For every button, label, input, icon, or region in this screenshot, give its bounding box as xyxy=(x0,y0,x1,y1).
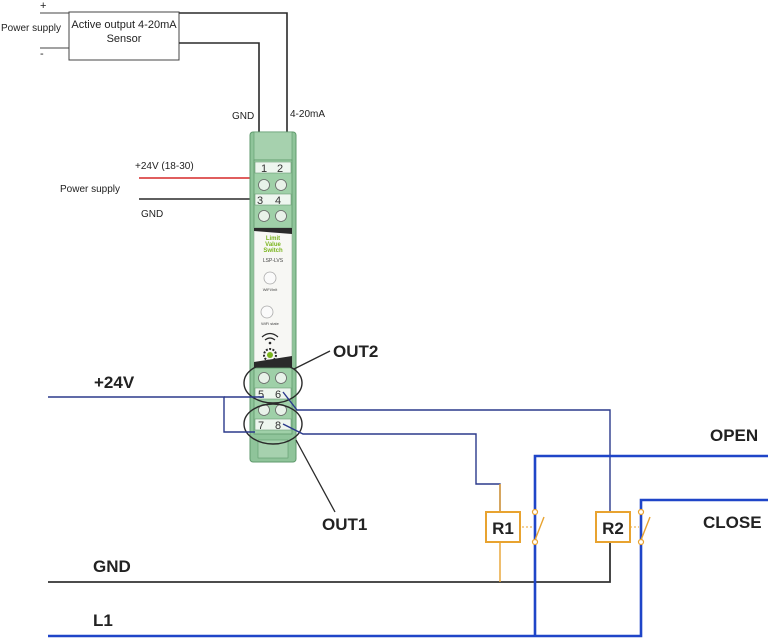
wire-out1-to-r1 xyxy=(282,423,501,512)
out2-ellipse xyxy=(243,362,303,404)
wire-sensor-gnd xyxy=(179,42,260,165)
wifi-state-label: WiFi state xyxy=(261,321,280,326)
label-out1: OUT1 xyxy=(322,515,367,534)
sensor-wires: GND 4-20mA xyxy=(179,12,325,165)
brand-line2: Value xyxy=(265,242,281,248)
panel-accent-stripe xyxy=(254,228,292,234)
terminal-1-label: 1 xyxy=(261,163,267,175)
terminal-screw-6 xyxy=(275,372,287,384)
wire-out2-to-r2 xyxy=(282,391,611,512)
label-power-voltage: +24V (18-30) xyxy=(135,161,194,172)
wifi-init-label: WiFi/Init xyxy=(263,287,278,292)
device-top-strip xyxy=(253,131,293,161)
terminal-labels-top: 1 2 3 4 xyxy=(254,161,292,222)
label-sensor-gnd: GND xyxy=(232,111,254,122)
label-open: OPEN xyxy=(710,426,758,445)
terminal-5-label: 5 xyxy=(258,389,264,401)
sensor-title-line1: Active output 4-20mA xyxy=(71,19,177,31)
terminal-7-label: 7 xyxy=(258,420,264,432)
relay-r2-contact-top xyxy=(637,508,645,516)
brand-line3: Switch xyxy=(263,248,283,254)
relay-r2-coil xyxy=(595,511,631,543)
label-close: CLOSE xyxy=(703,513,762,532)
label-power-gnd: GND xyxy=(141,209,163,220)
relay-r1-contact-bottom xyxy=(531,538,539,546)
wifi-init-button[interactable] xyxy=(263,271,277,285)
relay-r1-switch-arm xyxy=(534,516,545,541)
label-gnd: GND xyxy=(93,557,131,576)
relay-r1: R1 xyxy=(485,484,545,546)
relay-r2-switch-arm xyxy=(640,516,651,541)
terminal-4-label: 4 xyxy=(275,195,281,207)
sensor-supply-label: Power supply xyxy=(1,23,61,34)
label-r1: R1 xyxy=(492,519,514,538)
wire-open-line xyxy=(533,454,768,636)
label-l1: L1 xyxy=(93,611,113,630)
label-power-supply: Power supply xyxy=(60,184,120,195)
power-wires: +24V (18-30) Power supply GND xyxy=(60,161,283,220)
relay-r2: R2 xyxy=(595,508,651,546)
sensor-minus-sign: - xyxy=(40,48,44,60)
panel-bottom-stripe xyxy=(254,356,292,368)
relay-r2-contact-bottom xyxy=(637,538,645,546)
device-model: LSP-LVS xyxy=(263,258,284,264)
gear-icon xyxy=(263,348,277,362)
label-r2: R2 xyxy=(602,519,624,538)
wire-l1-rail xyxy=(48,498,768,638)
out1-ellipse xyxy=(243,403,303,445)
wifi-state-button[interactable] xyxy=(260,305,274,319)
terminal-3-label: 3 xyxy=(257,195,263,207)
label-plus24: +24V xyxy=(94,373,135,392)
brand-line1: Limit xyxy=(266,236,280,242)
terminal-6-label: 6 xyxy=(275,389,281,401)
sensor-box xyxy=(68,11,180,61)
relay-r1-contact-top xyxy=(531,508,539,516)
wifi-icon xyxy=(261,332,279,345)
sensor-plus-sign: + xyxy=(40,0,46,12)
terminal-screw-3 xyxy=(258,179,270,191)
wire-plus24-rail xyxy=(48,396,255,433)
relay-r1-coil xyxy=(485,511,521,543)
device-bottom-clip xyxy=(257,439,289,459)
label-sensor-signal: 4-20mA xyxy=(290,109,325,120)
sensor-title-line2: Sensor xyxy=(107,33,142,45)
terminal-screw-4 xyxy=(275,179,287,191)
terminal-2-label: 2 xyxy=(277,163,283,175)
wire-sensor-signal xyxy=(179,12,288,165)
terminal-8-label: 8 xyxy=(275,420,281,432)
wire-gnd-rail xyxy=(48,542,611,583)
terminal-screw-top-b xyxy=(275,210,287,222)
output-callouts: OUT2 OUT1 xyxy=(243,342,378,534)
sensor-block: Active output 4-20mA Sensor + - Power su… xyxy=(1,0,180,61)
terminal-screw-5 xyxy=(258,372,270,384)
device-module: 1 2 3 4 Limit Value Switch LSP-LVS WiFi/… xyxy=(249,131,297,463)
terminal-screw-top-a xyxy=(258,210,270,222)
field-wiring: +24V GND L1 OPEN CLOSE xyxy=(48,373,768,638)
label-out2: OUT2 xyxy=(333,342,378,361)
